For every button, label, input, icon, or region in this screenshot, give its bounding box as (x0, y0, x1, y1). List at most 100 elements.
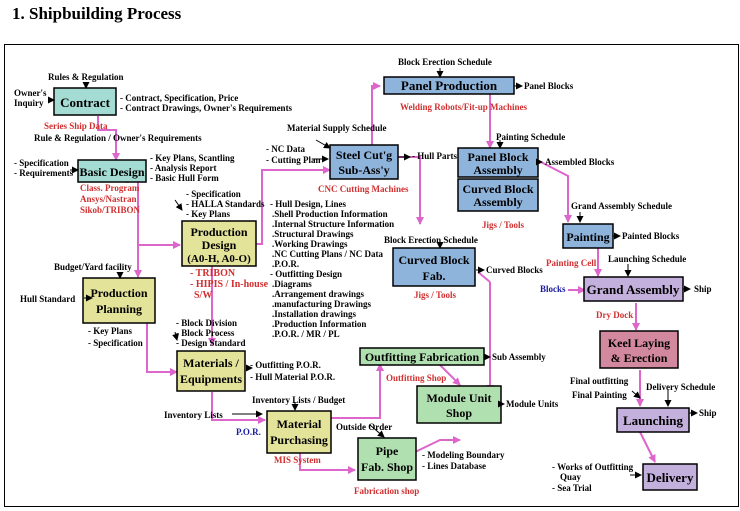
steel-cutting-box[interactable] (329, 144, 399, 180)
annotations: Rules & Regulation Owner's Inquiry - Con… (14, 57, 717, 493)
materials-title-1: Materials / (183, 356, 239, 370)
label: Inventory Lists (164, 410, 223, 420)
label: - HALLA Standards (186, 199, 265, 209)
red-label: MIS System (274, 455, 321, 465)
painting-title: Painting (566, 230, 609, 244)
red-label: Sikob/TRIBON (80, 205, 141, 215)
flow-line (412, 436, 461, 454)
flow-line (536, 159, 572, 223)
red-label: Dry Dock (596, 310, 633, 320)
label: - Outfitting Design (270, 269, 342, 279)
label: Assembled Blocks (545, 157, 615, 167)
contract-box[interactable] (53, 87, 117, 116)
launching-title: Launching (623, 413, 683, 428)
module-unit-shop-box[interactable] (416, 385, 502, 424)
label: Launching Schedule (608, 254, 686, 264)
grand-assembly-title: Grand Assembly (587, 282, 680, 297)
label: Block Erection Schedule (384, 235, 478, 245)
label: .Working Drawings (272, 239, 348, 249)
label: Painted Blocks (622, 231, 680, 241)
flow-line (439, 364, 461, 386)
red-label: - TRIBON (190, 268, 236, 279)
materials-title-2: Equipments (180, 372, 242, 386)
label: Rules & Regulation (48, 72, 124, 82)
box-titles: Contract Basic Design Production Plannin… (60, 78, 694, 485)
red-label: CNC Cutting Machines (318, 184, 409, 194)
steel-title-1: Steel Cut'g (336, 148, 392, 162)
label: Hull Standard (20, 294, 75, 304)
arrow (369, 424, 385, 438)
panel-block-assembly-box[interactable] (457, 147, 539, 178)
label: - Block Process (176, 328, 235, 338)
flow-line (256, 166, 331, 245)
pipe-fab-shop-box[interactable] (357, 437, 417, 481)
steel-title-2: Sub-Ass'y (338, 163, 389, 177)
label: Final outfitting (570, 376, 629, 386)
label: - Outfitting P.O.R. (250, 360, 321, 370)
panel-block-title-2: Assembly (473, 163, 522, 177)
purchasing-title-1: Material (277, 417, 322, 431)
process-boxes (53, 76, 698, 491)
curved-assembly-title-2: Assembly (473, 195, 522, 209)
label: - Specification (88, 338, 143, 348)
flow-line (371, 82, 381, 148)
purchasing-title-2: Purchasing (270, 433, 328, 447)
production-planning-title-1: Production (90, 286, 147, 300)
production-design-box[interactable] (181, 220, 257, 267)
curved-fab-title-2: Fab. (422, 269, 445, 283)
delivery-box[interactable] (642, 463, 698, 491)
grand-assembly-box[interactable] (583, 276, 684, 302)
label: - Contract Drawings, Owner's Requirement… (120, 103, 293, 113)
basic-design-title: Basic Design (79, 165, 144, 179)
keel-laying-box[interactable] (599, 330, 679, 369)
label: Block Erection Schedule (398, 57, 492, 67)
module-title-1: Module Unit (426, 391, 491, 405)
curved-block-fab-box[interactable] (392, 247, 476, 287)
flow-line (639, 431, 656, 463)
red-label: Ansys/Nastran (80, 194, 137, 204)
production-design-title-2: Design (202, 238, 237, 252)
curved-fab-title-1: Curved Block (398, 253, 469, 267)
label: .manufacturing Drawings (272, 299, 372, 309)
label: Delivery Schedule (646, 382, 715, 392)
flow-line (299, 452, 356, 474)
flow-line (137, 180, 181, 249)
flow-line (330, 363, 384, 419)
label: Rule & Regulation / Owner's Requirements (34, 133, 202, 143)
label: - Contract, Specification, Price (120, 93, 238, 103)
arrow (174, 199, 183, 211)
label: Outside Order (336, 422, 392, 432)
label: - Specification (186, 189, 241, 199)
red-label: - HIPIS / In-house (190, 279, 269, 290)
label: Sub Assembly (492, 352, 546, 362)
blue-labels: P.O.R. Blocks (236, 284, 566, 437)
label: Final Painting (572, 390, 627, 400)
material-purchasing-box[interactable] (266, 410, 332, 454)
launching-box[interactable] (616, 407, 690, 433)
label: - Hull Material P.O.R. (250, 372, 335, 382)
label: .NC Cutting Plans / NC Data (272, 249, 384, 259)
materials-equipments-box[interactable] (176, 350, 246, 392)
arrow (631, 390, 641, 399)
keel-title-1: Keel Laying (608, 336, 670, 350)
label: - Hull Parts (412, 151, 457, 161)
red-label: Painting Cell (546, 258, 597, 268)
red-label: Series Ship Data (44, 121, 108, 131)
production-planning-box[interactable] (82, 277, 156, 324)
outfitting-fabrication-title: Outfitting Fabrication (365, 350, 480, 364)
red-label: Welding Robots/Fit-up Machines (400, 102, 528, 112)
panel-block-title-1: Panel Block (467, 150, 528, 164)
curved-block-assembly-box[interactable] (457, 178, 539, 212)
label: - Design Standard (176, 338, 246, 348)
label: Owner's (14, 88, 47, 98)
label: - Modeling Boundary (422, 450, 505, 460)
label: - Cutting Plan (266, 155, 321, 165)
blue-label: Blocks (540, 284, 566, 294)
label: - Analysis Report (150, 163, 217, 173)
label: .P.O.R. (272, 259, 299, 269)
red-label: S/W (194, 290, 212, 301)
delivery-title: Delivery (647, 470, 694, 485)
label: - Key Plans (186, 209, 230, 219)
